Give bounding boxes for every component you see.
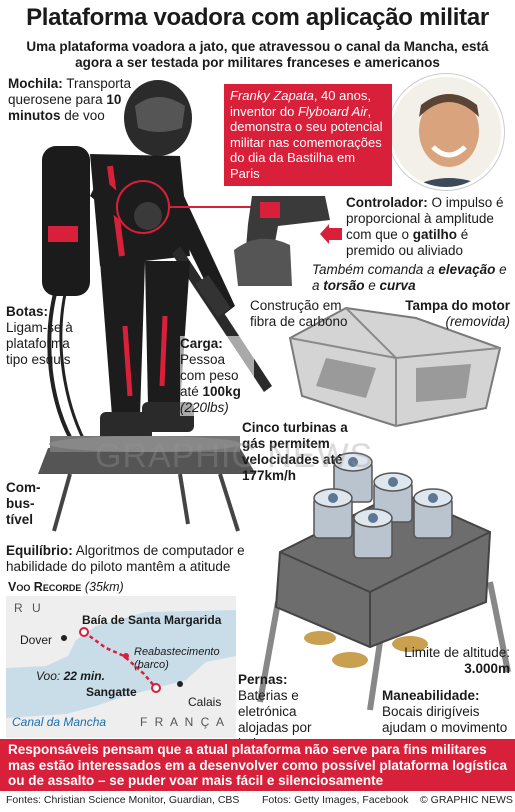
map-boat: (barco) — [134, 659, 169, 671]
mochila-bold: 10 minutos — [8, 92, 122, 123]
map-distance: (35km) — [84, 580, 124, 594]
map-flight-prefix: Voo: — [36, 669, 64, 683]
quote-box: Franky Zapata, 40 anos, inventor do Flyb… — [224, 84, 392, 186]
map-dover: Dover — [20, 633, 53, 647]
label-altitude: Limite de altitude: 3.000m — [390, 645, 510, 677]
comanda-t1: Também comanda a — [312, 262, 439, 277]
map-sangatte: Sangatte — [86, 685, 137, 699]
footer-photos: Fotos: Getty Images, Facebook — [262, 794, 409, 806]
map-flight: Voo: 22 min. — [36, 668, 105, 684]
controlador-text1: O impulso é proporcional à amplitude com… — [346, 195, 504, 242]
record-flight-map: R U Baía de Santa Margarida Dover Reabas… — [6, 596, 236, 738]
comanda-b2: torsão — [323, 278, 365, 293]
map-shapes — [6, 596, 236, 738]
map-flight-time: 22 min. — [63, 669, 105, 683]
quote-rest: , demonstra o seu potencial militar nas … — [230, 103, 383, 181]
map-bay: Baía de Santa Margarida — [82, 613, 222, 627]
map-heading: Voo Recorde — [8, 580, 82, 594]
comanda-b3: curva — [379, 278, 416, 293]
label-pernas: Pernas: Baterias e eletrónica alojadas p… — [238, 672, 332, 752]
map-calais: Calais — [188, 695, 222, 709]
carga-bold: 100kg — [202, 384, 241, 399]
turbine-platform-illustration — [257, 452, 511, 711]
tampa-note: (removida) — [445, 314, 510, 329]
footer-sources: Fontes: Christian Science Monitor, Guard… — [6, 794, 240, 806]
manobra-text: Bocais dirigíveis ajudam o movimento — [382, 704, 508, 735]
label-controlador: Controlador: O impulso é proporcional à … — [346, 195, 512, 259]
label-equilibrio: Equilíbrio: Algoritmos de computador e h… — [6, 543, 286, 575]
conclusion-banner: Responsáveis pensam que a atual platafor… — [0, 739, 515, 791]
map-channel: Canal da Mancha — [12, 715, 107, 729]
carga-title: Carga: — [180, 336, 223, 351]
equilibrio-text: Algoritmos de computador e habilidade do… — [6, 543, 245, 574]
manobra-title: Maneabilidade: — [382, 688, 480, 703]
carga-note: (220lbs) — [180, 400, 229, 415]
botas-text: Ligam-se à plataforma tipo esquis — [6, 320, 73, 367]
carga-text: Pessoa com peso até — [180, 352, 239, 399]
comanda-t2: e a — [312, 262, 507, 293]
page-subtitle: Uma plataforma voadora a jato, que atrav… — [26, 39, 489, 70]
footer-credit: © GRAPHIC NEWS — [420, 794, 513, 806]
quote-device: Flyboard Air — [297, 103, 368, 119]
label-tampa: Tampa do motor (removida) — [392, 298, 510, 330]
label-botas: Botas: Ligam-se à plataforma tipo esquis — [6, 304, 88, 368]
tampa-title: Tampa do motor — [405, 298, 510, 313]
zapata-portrait — [388, 74, 504, 190]
mochila-title: Mochila: — [8, 76, 63, 91]
comanda-b1: elevação — [438, 262, 496, 277]
quote-name: Franky Zapata — [230, 88, 314, 103]
map-refuel-text: Reabastecimento — [134, 646, 220, 658]
map-france: F R A N Ç A — [140, 715, 227, 729]
controller-illustration — [234, 196, 330, 286]
map-uk: R U — [14, 601, 44, 615]
controlador-bold: gatilho — [412, 227, 458, 242]
map-heading-row: Voo Recorde (35km) — [8, 579, 238, 595]
label-combustivel: Com-bus-tível — [6, 480, 41, 527]
controller-arrow-icon — [320, 224, 342, 244]
quote-mid: , 40 anos, inventor do — [230, 88, 371, 119]
pernas-text: Baterias e eletrónica alojadas por baixo — [238, 688, 312, 751]
label-comanda: Também comanda a elevação e a torsão e c… — [312, 262, 512, 294]
pilot-illustration — [38, 80, 272, 532]
controlador-text2: é premido ou aliviado — [346, 227, 469, 258]
comanda-t3: e — [364, 278, 380, 293]
botas-title: Botas: — [6, 304, 49, 319]
equilibrio-title: Equilíbrio: — [6, 543, 73, 558]
label-manobra: Maneabilidade: Bocais dirigíveis ajudam … — [382, 688, 510, 736]
page-title: Plataforma voadora com aplicação militar — [26, 4, 489, 31]
portrait-illustration — [391, 77, 501, 187]
label-turbinas: Cinco turbinas a gás permitem velocidade… — [242, 420, 348, 483]
mochila-text1: Transporta querosene para — [8, 76, 132, 107]
altitude-bold: 3.000m — [464, 661, 510, 676]
controlador-title: Controlador: — [346, 195, 428, 210]
label-construcao: Construção em fibra de carbono — [250, 298, 348, 329]
label-carga: Carga: Pessoa com peso até 100kg (220lbs… — [180, 336, 254, 416]
label-mochila: Mochila: Transporta querosene para 10 mi… — [8, 76, 148, 124]
altitude-text: Limite de altitude: — [404, 645, 510, 660]
engine-cover-illustration — [288, 306, 502, 428]
pernas-title: Pernas: — [238, 672, 288, 687]
mochila-text2: de voo — [60, 108, 105, 123]
map-refuel: Reabastecimento (barco) — [134, 646, 220, 672]
